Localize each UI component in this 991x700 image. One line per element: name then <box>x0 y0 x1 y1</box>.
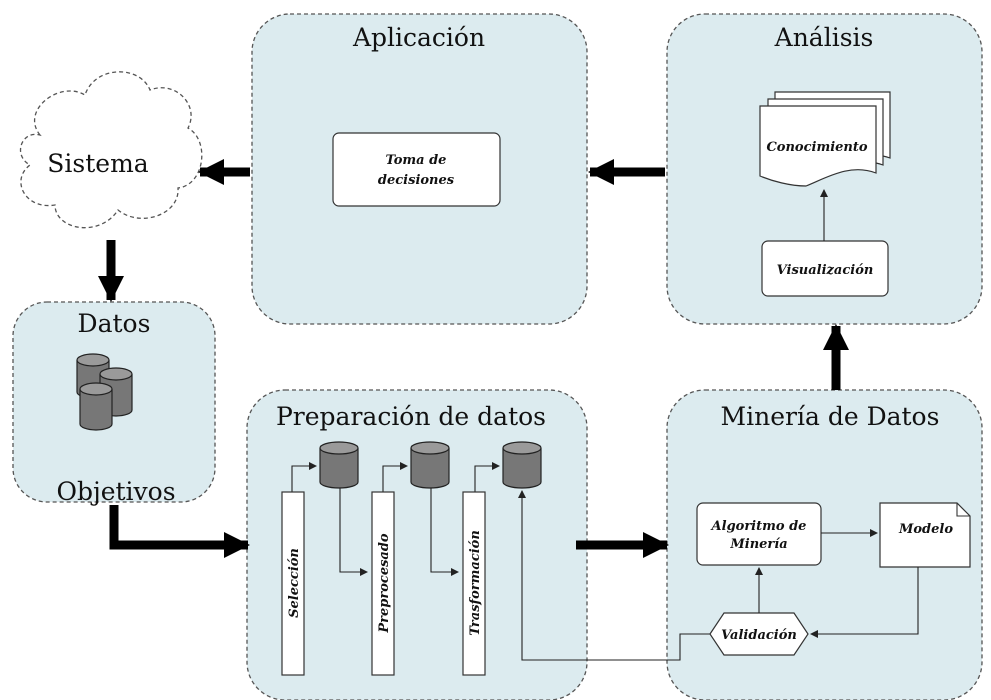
preprocesado-box <box>371 491 395 676</box>
datos-to-preparacion-arrow <box>109 505 250 558</box>
toma-decisiones-line2: decisiones <box>378 173 455 188</box>
aplicacion-title: Aplicación <box>352 23 485 52</box>
preprocesado-label: Preprocesado <box>377 533 392 634</box>
database-icon <box>319 441 359 489</box>
modelo-label: Modelo <box>898 522 953 537</box>
seleccion-label: Selección <box>287 548 302 618</box>
validacion-label: Validación <box>721 628 797 643</box>
database-group-icon <box>76 353 133 431</box>
modelo-fold <box>956 503 970 517</box>
toma-decisiones-box <box>332 132 501 207</box>
analisis-title: Análisis <box>774 23 874 52</box>
db2-to-trasformacion-arrow <box>430 486 459 576</box>
sistema-label: Sistema <box>47 149 148 178</box>
seleccion-box <box>281 491 305 676</box>
mineria-title: Minería de Datos <box>721 402 940 431</box>
toma-decisiones-line1: Toma de <box>386 153 447 168</box>
algoritmo-mineria-box <box>696 502 822 566</box>
seleccion-input-arrow <box>291 462 317 492</box>
trasformacion-label: Trasformación <box>468 530 483 636</box>
conocimiento-document: Conocimiento <box>759 91 891 187</box>
visualizacion-label: Visualización <box>777 263 874 278</box>
trasformacion-to-db3-arrow <box>474 462 500 492</box>
preparacion-title: Preparación de datos <box>276 402 546 431</box>
conocimiento-label: Conocimiento <box>766 140 867 155</box>
sistema-cloud: Sistema <box>19 71 203 229</box>
preprocesado-to-db2-arrow <box>382 462 408 492</box>
modelo-to-validacion-arrow <box>810 567 919 638</box>
datos-title: Datos <box>78 309 151 338</box>
algoritmo-line2: Minería <box>729 537 787 552</box>
visualizacion-box <box>761 240 889 297</box>
modelo-document <box>879 502 971 568</box>
db1-to-preprocesado-arrow <box>339 486 368 576</box>
validacion-feedback-arrow <box>518 490 710 661</box>
trasformacion-box <box>462 491 486 676</box>
objetivos-label: Objetivos <box>56 477 175 506</box>
database-icon <box>502 441 542 489</box>
algoritmo-line1: Algoritmo de <box>710 519 807 534</box>
database-icon <box>410 441 450 489</box>
validacion-hexagon <box>709 612 809 656</box>
database-icon <box>79 382 113 431</box>
